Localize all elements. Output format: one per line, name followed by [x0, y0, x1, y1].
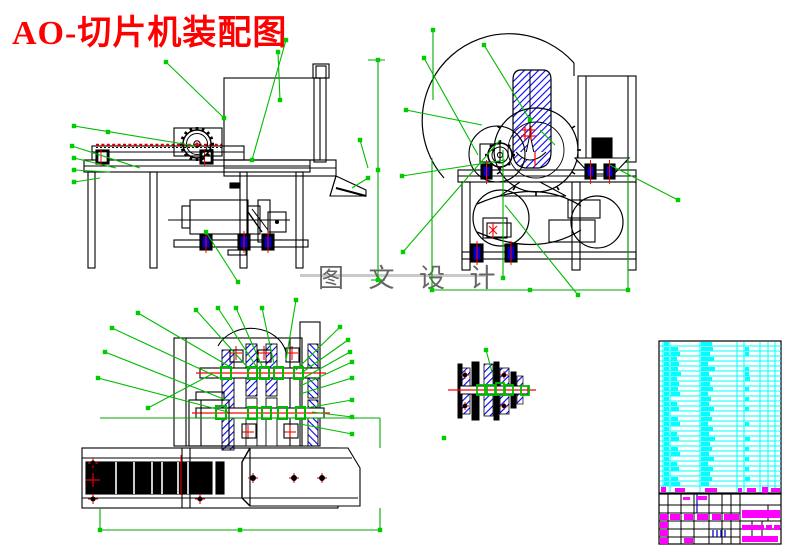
- sprocket-icon: [180, 127, 214, 161]
- bearing-block: [261, 231, 275, 253]
- bearing-block: [584, 160, 597, 184]
- watermark-text: 图 文 设 计: [318, 264, 505, 293]
- bearing-block: [237, 231, 251, 253]
- shaft-detail-view: [448, 361, 536, 421]
- dimension-frames: [99, 30, 629, 531]
- leader-lines: [71, 39, 679, 435]
- bearing-block: [480, 160, 493, 184]
- parts-table-header: [661, 487, 780, 493]
- bearing-block: [199, 231, 213, 253]
- watermark-underline: [300, 274, 485, 277]
- parts-row-text: [664, 342, 750, 486]
- cutter-assembly-view: [81, 321, 361, 509]
- title-block-labels: [660, 510, 780, 544]
- fastener-marks: [86, 458, 327, 504]
- bearing-block: [504, 241, 518, 265]
- title-block[interactable]: [658, 493, 782, 545]
- front-elevation-view: [83, 63, 367, 269]
- parts-list-table[interactable]: [658, 340, 782, 494]
- bearing-block: [603, 160, 616, 184]
- leader-grips: [69, 37, 681, 441]
- drawing-title: AO-切片机装配图: [12, 15, 288, 52]
- bearing-block: [470, 241, 484, 265]
